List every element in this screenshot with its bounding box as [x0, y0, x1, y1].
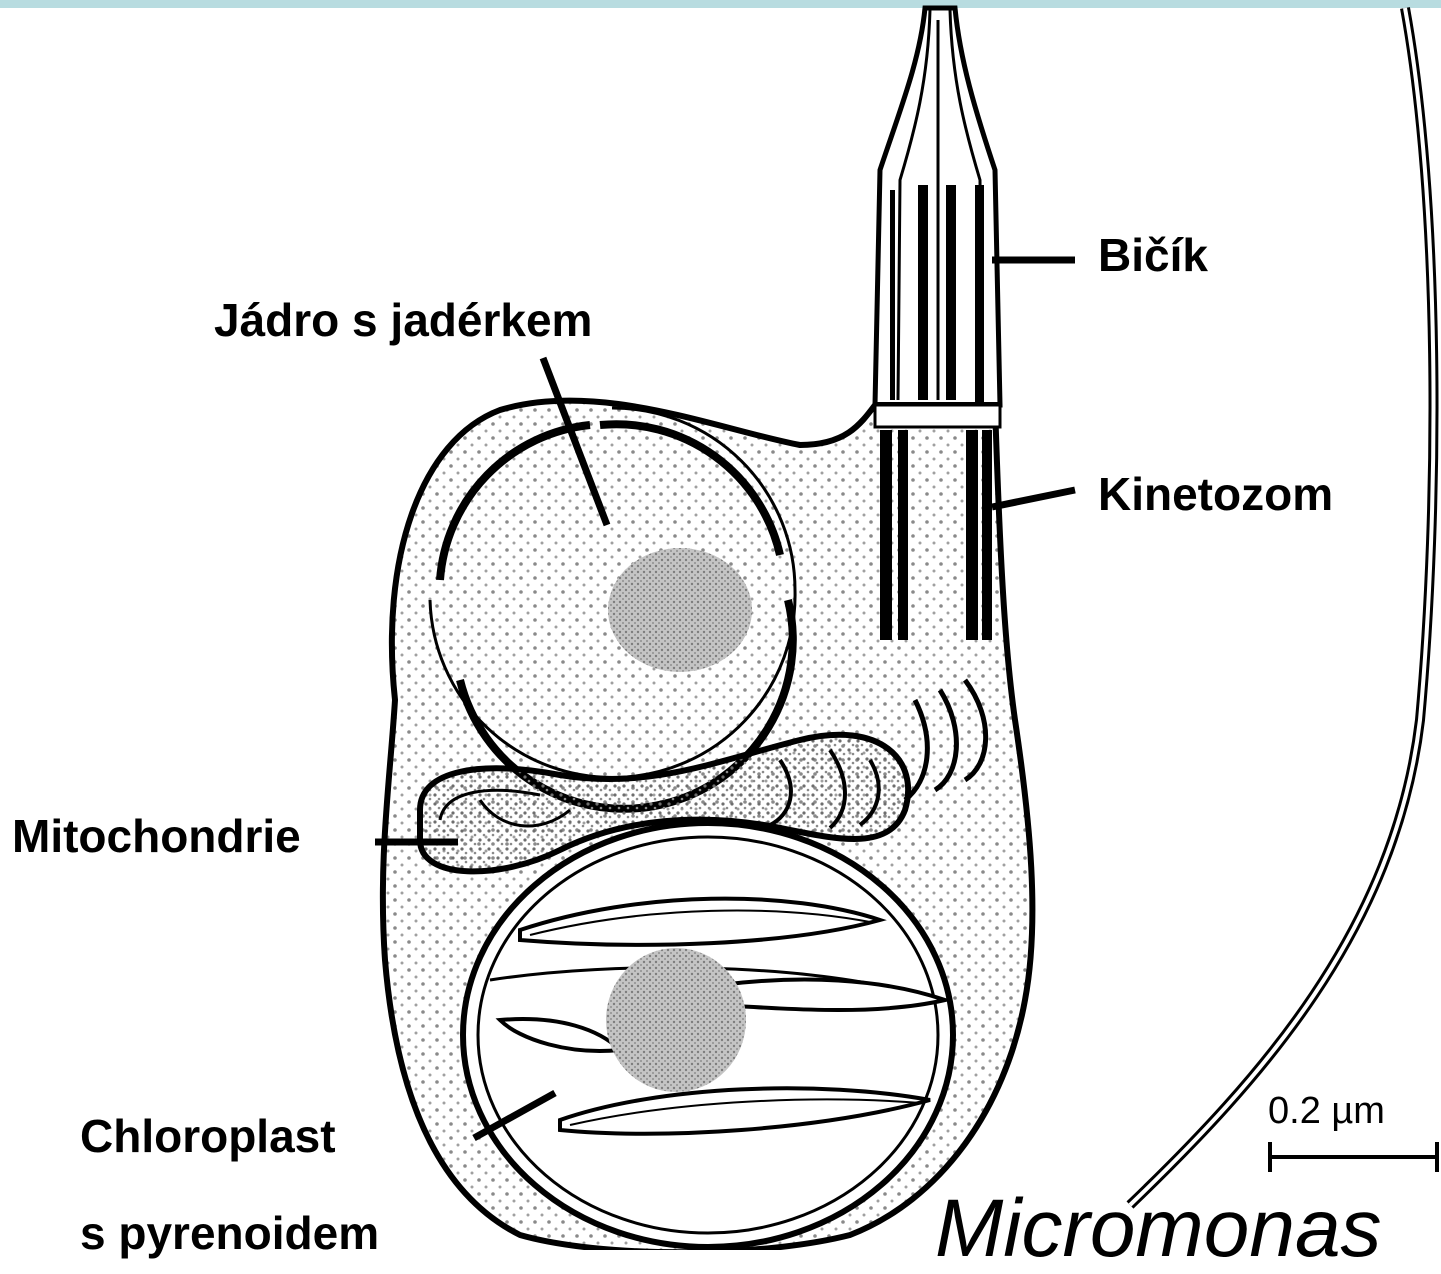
nucleolus	[608, 548, 752, 672]
label-kinetosome: Kinetozom	[1098, 471, 1333, 517]
label-flagellum: Bičík	[1098, 232, 1208, 278]
scale-bar	[1270, 1142, 1437, 1172]
flagellum-stalk	[875, 8, 1000, 405]
label-nucleus: Jádro s jadérkem	[214, 297, 592, 343]
label-mitochondrion: Mitochondrie	[12, 813, 301, 859]
scale-bar-label: 0.2 µm	[1268, 1092, 1385, 1130]
leader-line-kinetosome	[992, 490, 1075, 507]
pyrenoid	[606, 948, 746, 1092]
label-chloroplast: Chloroplast	[80, 1113, 336, 1159]
flagellum-long-strand	[1130, 8, 1434, 1205]
label-chloroplast-pyrenoid: s pyrenoidem	[80, 1210, 379, 1256]
chloroplast	[463, 823, 953, 1247]
species-title: Micromonas	[935, 1188, 1382, 1270]
